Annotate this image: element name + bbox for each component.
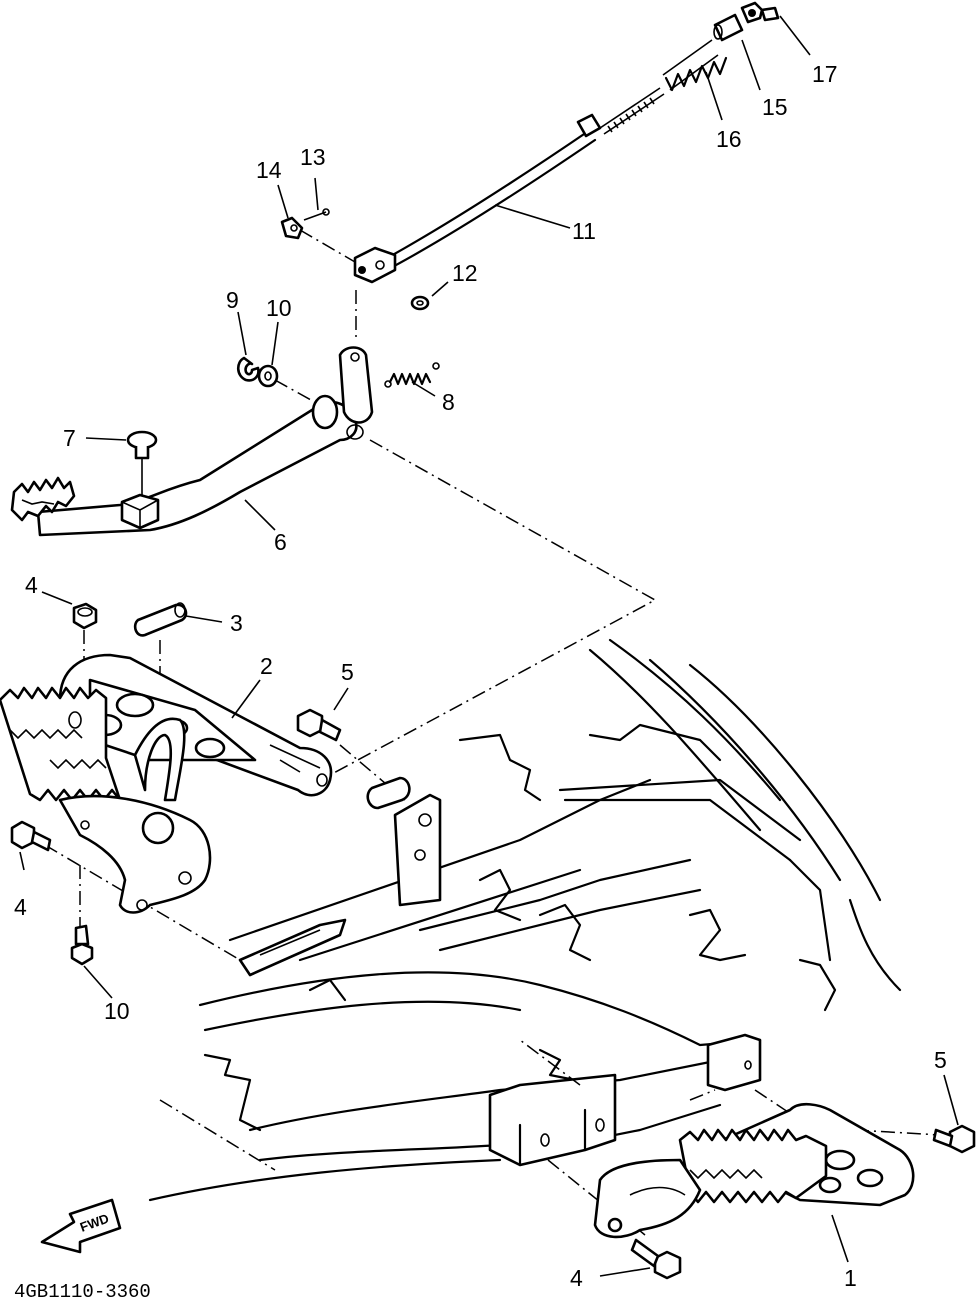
callout-6: 6	[274, 529, 287, 555]
callout-12: 10	[266, 295, 292, 321]
callout-5-right: 5	[934, 1047, 947, 1073]
callout-3: 3	[230, 610, 243, 636]
callout-2: 2	[260, 653, 273, 679]
callout-19: 17	[812, 61, 838, 87]
callout-17: 15	[762, 94, 788, 120]
right-footrest-assembly	[593, 1102, 976, 1280]
fwd-arrow-icon: FWD	[40, 1198, 122, 1254]
callout-14: 12	[452, 260, 478, 286]
callout-7: 7	[63, 425, 76, 451]
callout-5-left: 5	[341, 659, 354, 685]
callout-16: 14	[256, 157, 282, 183]
callout-11: 4	[25, 572, 38, 598]
callout-8: 8	[442, 389, 455, 415]
callout-4-right: 4	[570, 1265, 583, 1291]
left-footrest-assembly	[0, 602, 411, 966]
frame-outline	[148, 638, 902, 1202]
callout-labels: 17 15 16 13 14 11 12 9 10 8 7 6 4 3 2 5 …	[14, 61, 947, 1291]
callout-15: 13	[300, 144, 326, 170]
callout-10-visible: 10	[104, 998, 130, 1024]
callout-1: 1	[844, 1265, 857, 1291]
callout-4-left: 4	[14, 894, 27, 920]
callout-18: 16	[716, 126, 742, 152]
callout-9: 9	[226, 287, 239, 313]
brake-rod-assembly	[280, 1, 780, 311]
brake-pedal-assembly	[10, 346, 440, 537]
leader-lines	[19, 15, 959, 1277]
callout-13: 11	[572, 218, 596, 244]
diagram-code: 4GB1110-3360	[14, 1281, 151, 1303]
